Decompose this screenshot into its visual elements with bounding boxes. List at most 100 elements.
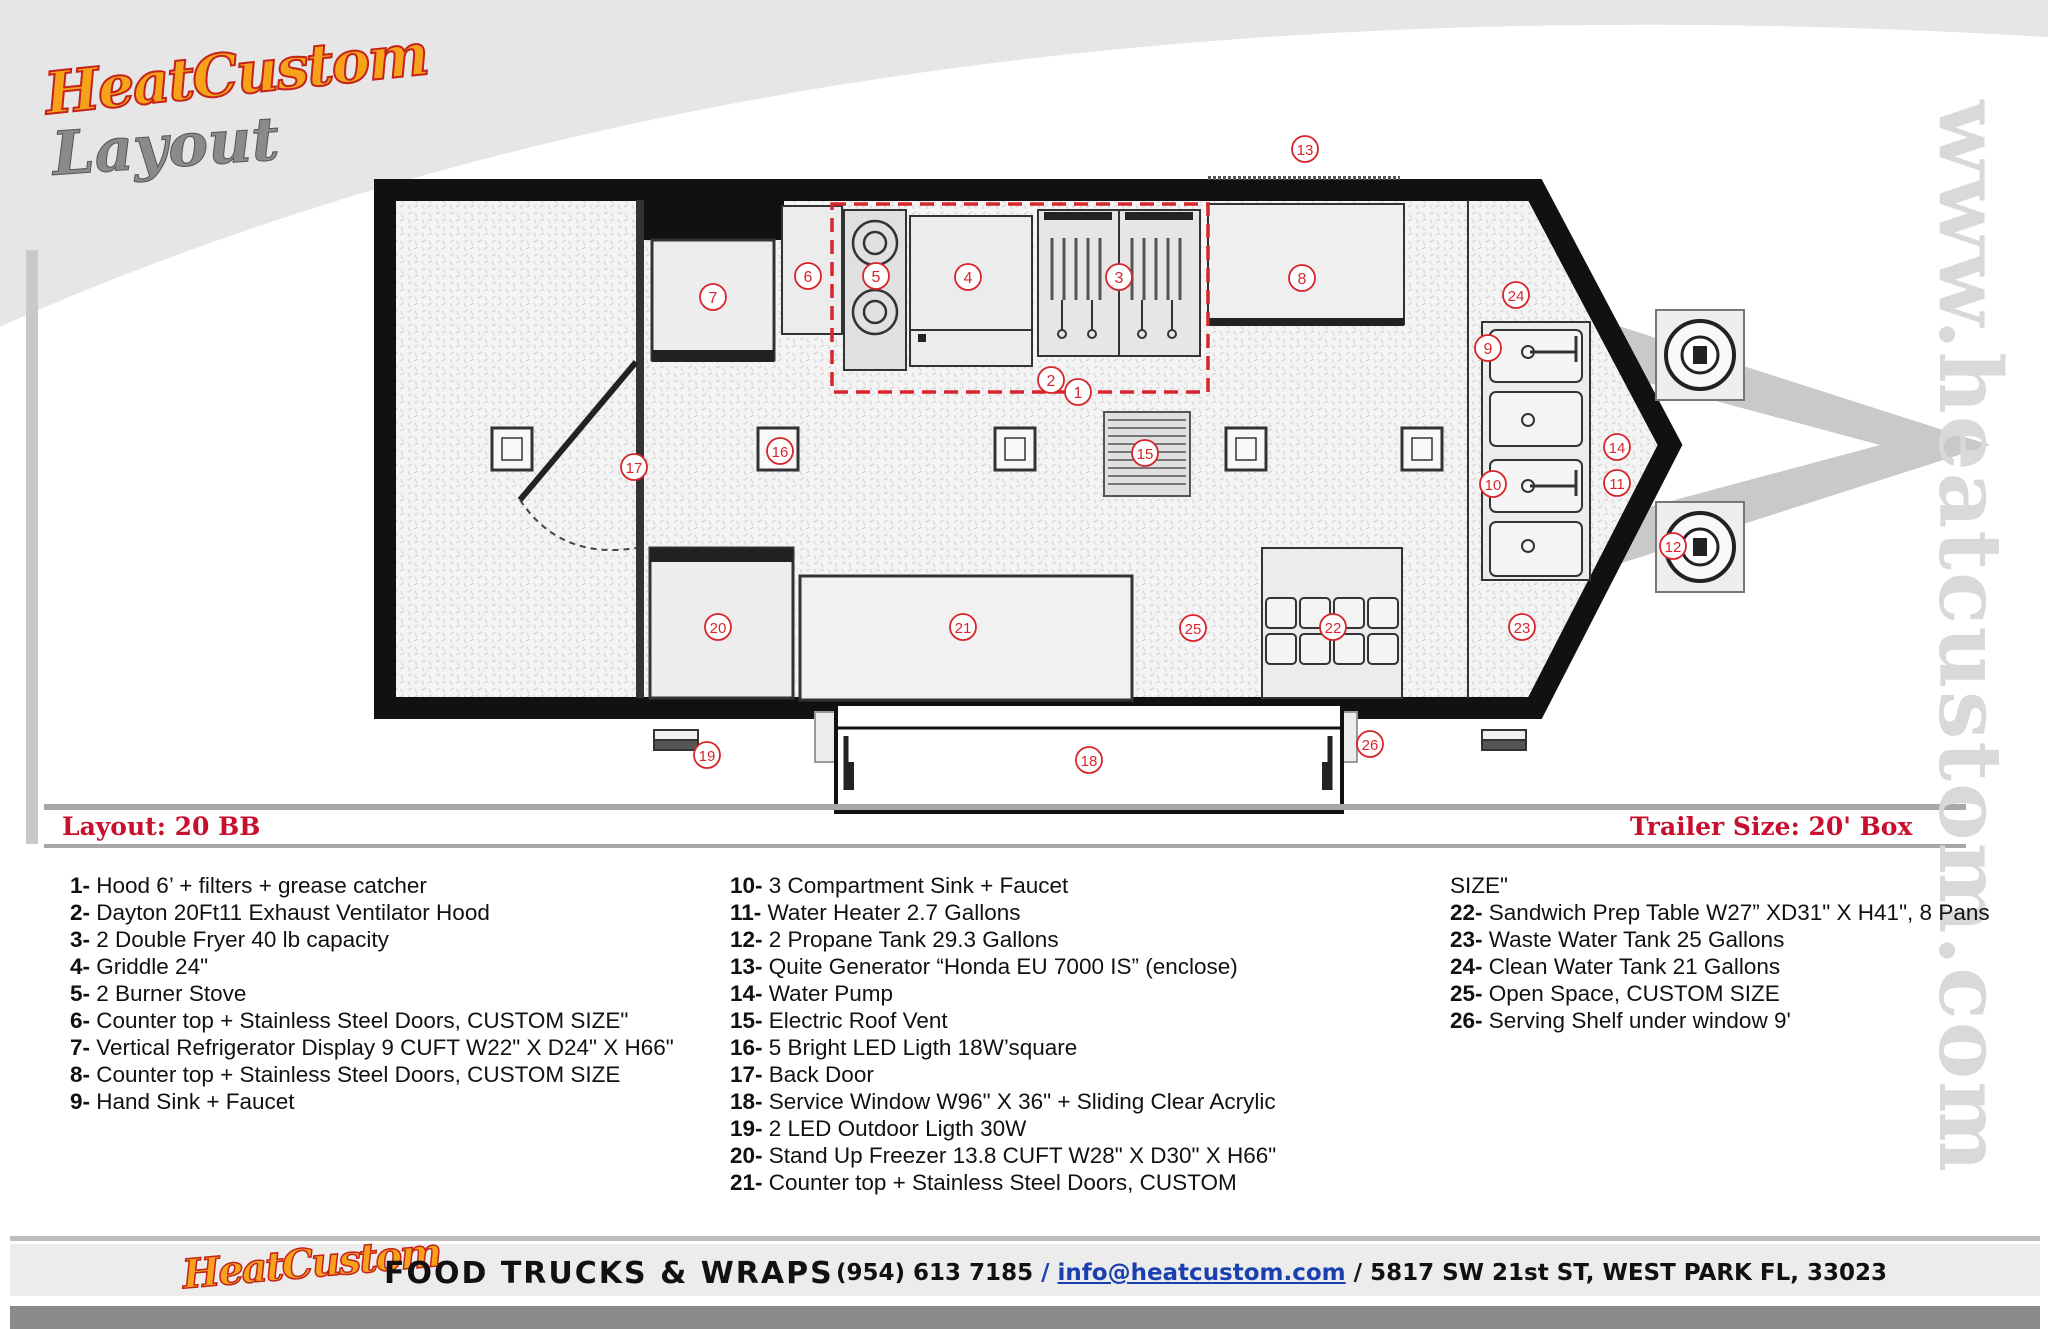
legend-item-text: Counter top + Stainless Steel Doors, CUS… (762, 1170, 1237, 1195)
legend-item-number: 13- (730, 954, 763, 979)
marker-circle (954, 263, 982, 291)
marker-14: 14 (1603, 433, 1631, 461)
legend-item-text: Service Window W96" X 36" + Sliding Clea… (762, 1089, 1276, 1114)
footer-email-link[interactable]: info@heatcustom.com (1057, 1260, 1346, 1286)
marker-24: 24 (1502, 281, 1530, 309)
marker-23: 23 (1508, 613, 1536, 641)
marker-label: 3 (1115, 270, 1124, 287)
marker-label: 10 (1485, 477, 1502, 494)
legend-item-text: 5 Bright LED Ligth 18W’square (762, 1035, 1078, 1060)
legend-item: 20- Stand Up Freezer 13.8 CUFT W28" X D3… (730, 1142, 1350, 1169)
legend-item: 21- Counter top + Stainless Steel Doors,… (730, 1169, 1350, 1196)
legend-item-number: 20- (730, 1143, 763, 1168)
legend-item-number: 17- (730, 1062, 763, 1087)
marker-label: 7 (709, 290, 718, 307)
marker-circle (1037, 366, 1065, 394)
marker-label: 4 (964, 270, 973, 287)
marker-circle (1291, 135, 1319, 163)
left-edge-bar (26, 250, 38, 844)
marker-label: 15 (1137, 446, 1154, 463)
legend-item-text: Serving Shelf under window 9' (1482, 1008, 1791, 1033)
legend-item-number: 24- (1450, 954, 1483, 979)
legend-item-text: Vertical Refrigerator Display 9 CUFT W22… (90, 1035, 674, 1060)
marker-circle (1075, 746, 1103, 774)
marker-25: 25 (1179, 614, 1207, 642)
legend-item-text: Dayton 20Ft11 Exhaust Ventilator Hood (90, 900, 490, 925)
legend-item-number: 19- (730, 1116, 763, 1141)
legend-item-text: Quite Generator “Honda EU 7000 IS” (encl… (762, 954, 1238, 979)
trailer-size: Trailer Size: 20' Box (1630, 812, 1913, 841)
outdoor-lights (653, 729, 1527, 751)
legend-item: 13- Quite Generator “Honda EU 7000 IS” (… (730, 953, 1350, 980)
marker-circle (766, 437, 794, 465)
marker-circle (1603, 469, 1631, 497)
marker-9: 9 (1474, 334, 1502, 362)
marker-circle (1131, 439, 1159, 467)
legend-item-number: 12- (730, 927, 763, 952)
legend-item-text: Sandwich Prep Table W27” XD31" X H41", 8… (1482, 900, 1990, 925)
marker-label: 2 (1047, 373, 1056, 390)
marker-circle (949, 613, 977, 641)
legend-item-text: Open Space, CUSTOM SIZE (1482, 981, 1780, 1006)
counter-8 (1207, 203, 1405, 325)
legend-item-number: 25- (1450, 981, 1483, 1006)
legend-item-text: Stand Up Freezer 13.8 CUFT W28" X D30" X… (762, 1143, 1277, 1168)
legend-item-number: 21- (730, 1170, 763, 1195)
legend-item-text: Electric Roof Vent (762, 1008, 948, 1033)
legend-item-number: 9- (70, 1089, 91, 1114)
legend-item-text: 2 Propane Tank 29.3 Gallons (762, 927, 1059, 952)
legend-item-text: Counter top + Stainless Steel Doors, CUS… (90, 1008, 629, 1033)
marker-26: 26 (1356, 730, 1384, 758)
marker-8: 8 (1288, 264, 1316, 292)
marker-21: 21 (949, 613, 977, 641)
wheel-top (1655, 309, 1745, 401)
marker-circle (1105, 263, 1133, 291)
legend-column-3: SIZE" 22- Sandwich Prep Table W27” XD31"… (1450, 872, 1990, 1034)
marker-label: 18 (1081, 753, 1098, 770)
legend-item-text: 2 LED Outdoor Ligth 30W (762, 1116, 1027, 1141)
back-partition-lower (636, 548, 644, 698)
wheel-bottom (1655, 501, 1745, 593)
legend-item-number: 1- (70, 873, 91, 898)
hood-outline (830, 202, 1210, 394)
legend-item-number: 7- (70, 1035, 91, 1060)
marker-label: 23 (1514, 620, 1531, 637)
marker-16: 16 (766, 437, 794, 465)
legend-item-number: 23- (1450, 927, 1483, 952)
marker-4: 4 (954, 263, 982, 291)
marker-label: 25 (1185, 621, 1202, 638)
legend-item-number: 5- (70, 981, 91, 1006)
marker-12: 12 (1659, 532, 1687, 560)
marker-label: 8 (1298, 271, 1307, 288)
marker-circle (1356, 730, 1384, 758)
marker-5: 5 (862, 262, 890, 290)
legend-item: 22- Sandwich Prep Table W27” XD31" X H41… (1450, 899, 1990, 926)
legend-item-text: Griddle 24" (90, 954, 209, 979)
back-partition-upper (636, 200, 644, 548)
marker-label: 20 (710, 620, 727, 637)
legend-item-number: 4- (70, 954, 91, 979)
marker-label: 11 (1609, 476, 1625, 493)
legend-item: 18- Service Window W96" X 36" + Sliding … (730, 1088, 1350, 1115)
legend-item: 8- Counter top + Stainless Steel Doors, … (70, 1061, 680, 1088)
footer-separator: / (1033, 1260, 1058, 1286)
marker-7: 7 (699, 283, 727, 311)
legend-item: 2- Dayton 20Ft11 Exhaust Ventilator Hood (70, 899, 680, 926)
griddle (909, 215, 1033, 367)
marker-1: 1 (1064, 378, 1092, 406)
legend-item-text: 3 Compartment Sink + Faucet (762, 873, 1069, 898)
legend-item-text: Hand Sink + Faucet (90, 1089, 295, 1114)
legend-item-number: 6- (70, 1008, 91, 1033)
marker-label: 13 (1297, 142, 1314, 159)
legend-item-text: Waste Water Tank 25 Gallons (1482, 927, 1785, 952)
marker-label: 22 (1325, 620, 1342, 637)
marker-label: 24 (1508, 288, 1525, 305)
marker-20: 20 (704, 613, 732, 641)
legend-item: 4- Griddle 24" (70, 953, 680, 980)
marker-circle (704, 613, 732, 641)
marker-label: 12 (1665, 539, 1682, 556)
marker-circle (1319, 613, 1347, 641)
